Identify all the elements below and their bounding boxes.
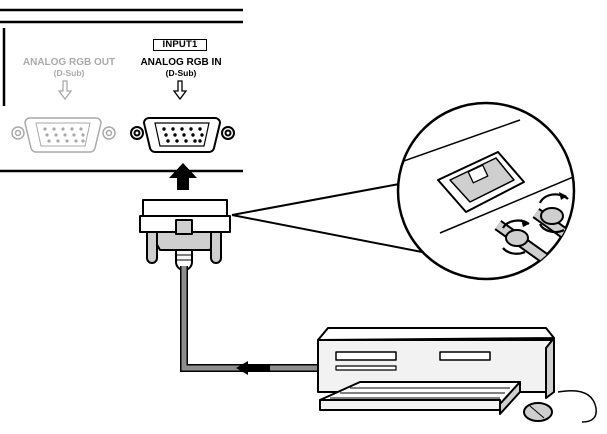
analog-rgb-out-label: ANALOG RGB OUT (22, 57, 116, 68)
analog-rgb-out-sublabel: (D-Sub) (53, 68, 85, 78)
down-arrow-icon (57, 80, 73, 101)
zoom-callout-lines (231, 181, 423, 253)
computer-icon (317, 327, 597, 423)
analog-rgb-out-port (11, 117, 116, 153)
input1-badge: INPUT1 (153, 39, 207, 51)
analog-rgb-in-label: ANALOG RGB IN (140, 57, 222, 68)
panel-frame (0, 8, 243, 173)
analog-rgb-in-sublabel: (D-Sub) (165, 68, 197, 78)
up-arrow-icon (169, 163, 197, 190)
signal-cable (180, 266, 318, 372)
analog-rgb-in-port (130, 117, 235, 153)
zoom-detail (396, 101, 576, 281)
down-arrow-icon (172, 80, 188, 101)
vga-cable-plug (139, 199, 231, 271)
left-arrow-icon (236, 361, 270, 375)
